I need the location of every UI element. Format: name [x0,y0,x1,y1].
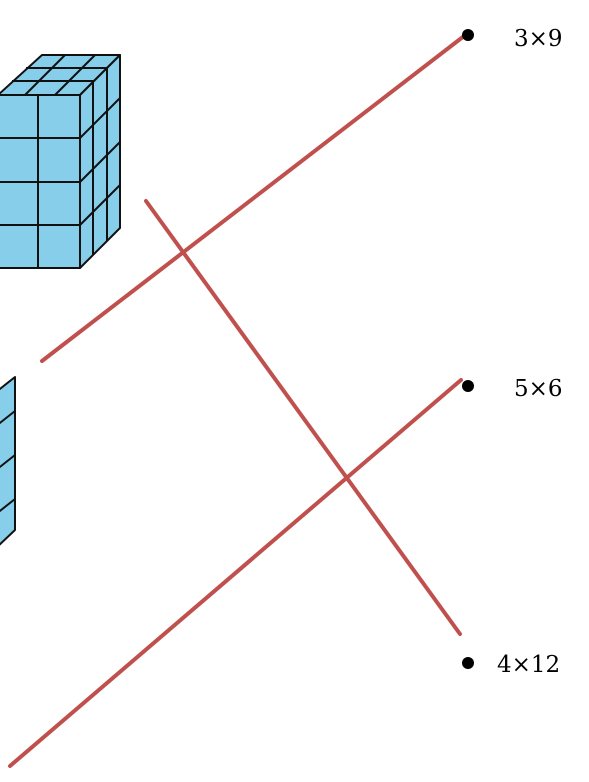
option-label-3x9: 3×9 [514,26,563,52]
option-label-5x6: 5×6 [514,376,563,402]
cube-array-top [0,54,121,269]
option-label-4x12: 4×12 [497,652,561,678]
connector-line-3 [8,378,463,768]
bullet-icon [462,29,474,41]
bullet-icon [462,380,474,392]
connector-lines [8,31,470,768]
cube-array-bottom [0,376,16,546]
connector-line-1 [40,31,470,363]
connector-line-2 [144,199,462,636]
option-bullets [462,29,474,669]
cube-side-face-bottom [0,376,16,546]
bullet-icon [462,657,474,669]
